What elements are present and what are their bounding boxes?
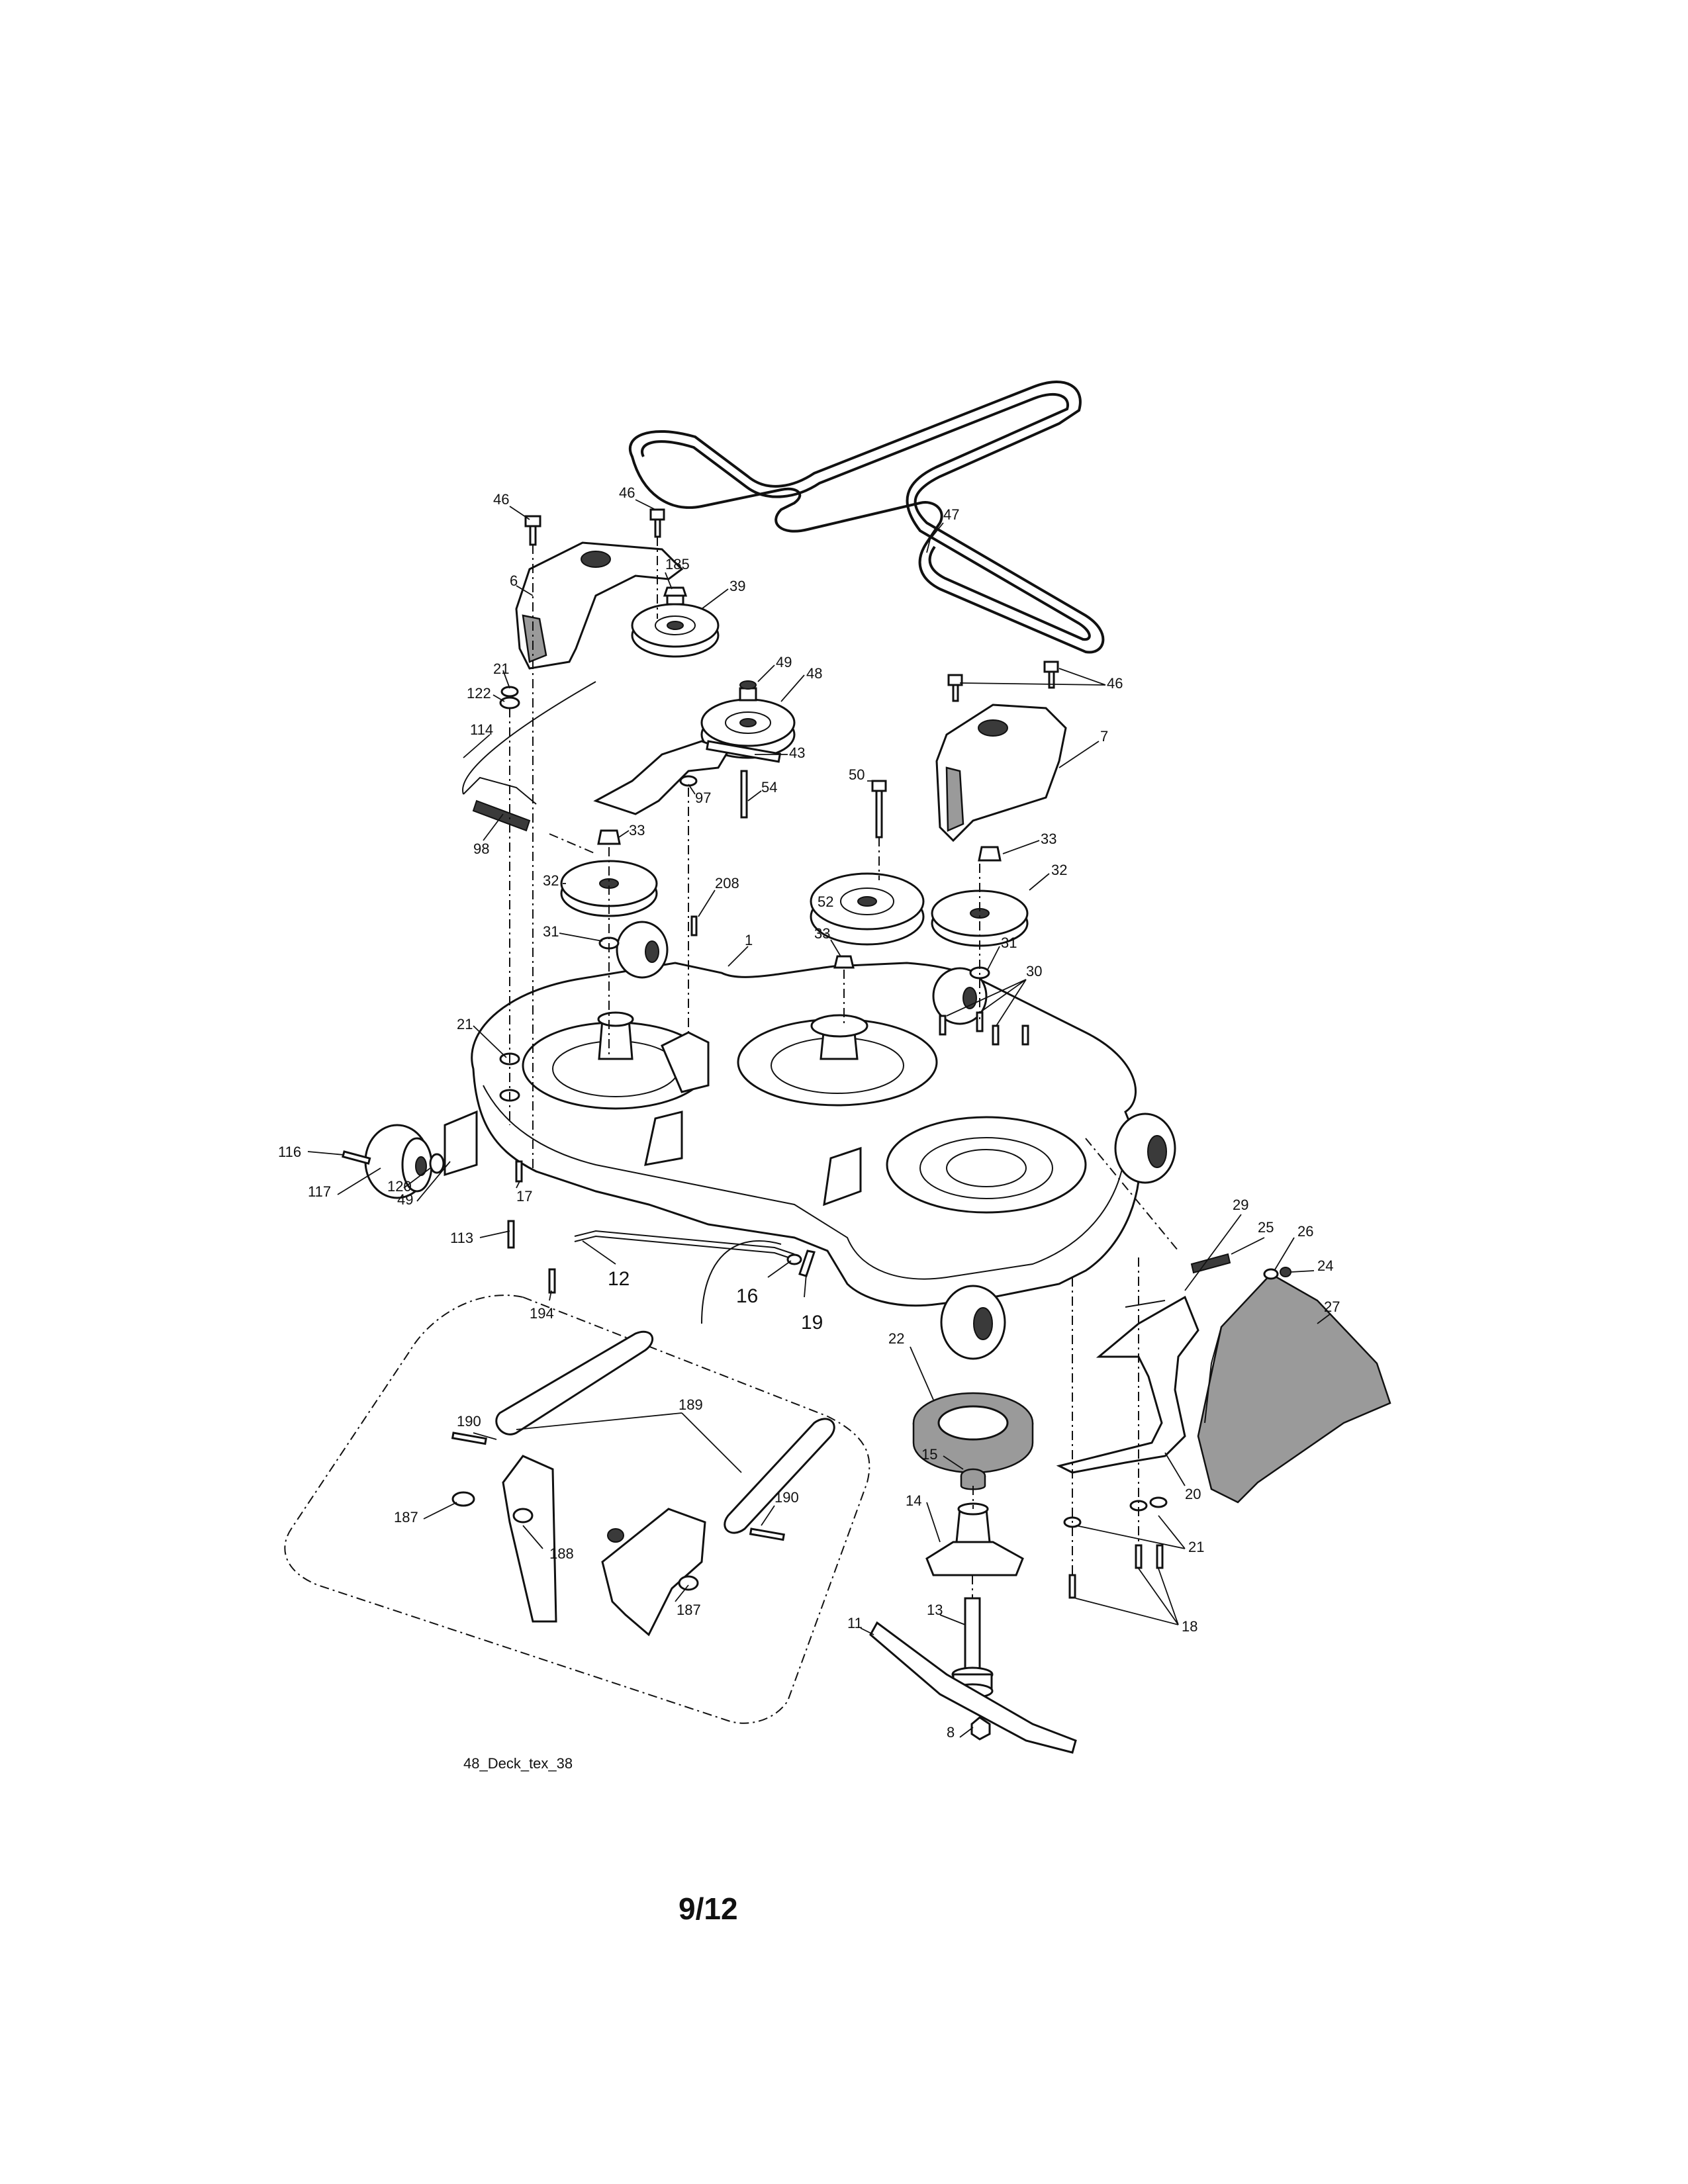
callout-14: 14 [906,1492,921,1509]
callout-194: 194 [530,1305,554,1322]
callout-24: 24 [1317,1257,1333,1274]
callout-52: 52 [818,893,833,910]
idler-arm-bracket [593,740,782,815]
callout-116: 116 [278,1144,301,1160]
wheel-bracket-left [444,1110,478,1177]
callout-113: 113 [450,1230,473,1246]
callout-21b: 21 [457,1016,473,1032]
callout-8: 8 [947,1724,955,1741]
leader-lines [307,499,1331,1738]
gauge-wheel-front-right [1114,1113,1176,1184]
callout-33a: 33 [629,822,645,839]
callout-26: 26 [1297,1223,1313,1240]
callout-188: 188 [549,1545,574,1562]
callout-54: 54 [761,779,777,796]
callout-15: 15 [921,1446,937,1463]
callout-114: 114 [470,721,493,738]
callout-187a: 187 [394,1509,418,1525]
callout-50: 50 [849,766,865,783]
callout-18: 18 [1182,1618,1197,1635]
callout-33c: 33 [814,925,830,942]
callout-27: 27 [1324,1298,1340,1315]
gauge-wheel-rear-right [932,967,988,1025]
alignment-lines [509,537,1179,1598]
callout-22: 22 [888,1330,904,1347]
callout-20: 20 [1185,1486,1201,1502]
page-number: 9/12 [679,1891,738,1926]
callout-48: 48 [806,665,822,682]
gauge-wheel-left-117 [364,1124,433,1199]
callout-1: 1 [745,932,753,948]
callout-21a: 21 [493,660,509,677]
callout-33b: 33 [1041,831,1056,847]
callout-31b: 31 [1001,934,1017,951]
callout-31a: 31 [543,923,559,940]
mower-blade [869,1621,1077,1754]
callout-29: 29 [1233,1197,1248,1213]
callout-187b: 187 [677,1602,701,1618]
discharge-chute [1197,1273,1391,1504]
callout-122: 122 [467,685,491,702]
tension-spring-and-rod [462,681,596,832]
chute-deflector-bracket [1056,1295,1199,1474]
callout-25: 25 [1258,1219,1274,1236]
chute-spring [1190,1253,1231,1274]
callout-189: 189 [679,1396,703,1413]
callout-labels: 46 46 47 185 39 6 49 48 46 21 122 114 43… [278,484,1340,1741]
callout-46a: 46 [493,491,509,508]
callout-16: 16 [736,1285,758,1307]
gauge-wheel-rear-left [616,921,669,979]
callout-13: 13 [927,1602,943,1618]
spindle-assembly [925,1502,1024,1576]
blade-bolt [970,1716,991,1741]
belt-cover-left [515,541,684,670]
callout-190b: 190 [774,1489,799,1506]
spindle-bearing [960,1468,986,1490]
idler-pulley-52 [810,872,925,946]
callout-32a: 32 [543,872,559,889]
callout-43: 43 [789,745,805,761]
gauge-wheel-front-center [940,1285,1006,1360]
callout-17: 17 [516,1188,532,1205]
callout-97: 97 [695,790,711,806]
callout-120: 120 [387,1178,412,1195]
connector-line [701,1240,782,1324]
callout-30: 30 [1026,963,1042,979]
callout-46b: 46 [619,484,635,501]
stabilizer-rod [574,1230,795,1260]
callout-6: 6 [510,572,518,589]
chute-hinge-rod [1125,1300,1166,1308]
callout-39: 39 [729,578,745,594]
callout-47: 47 [943,506,959,523]
callout-11: 11 [847,1615,863,1631]
callout-185: 185 [665,556,690,572]
callout-49b: 49 [397,1191,413,1208]
callout-7: 7 [1100,728,1108,745]
drive-belt [628,381,1105,654]
callout-117: 117 [308,1183,331,1200]
spindle-seal [912,1392,1034,1474]
idler-pulley-39 [631,591,720,658]
callout-190a: 190 [457,1413,481,1430]
callout-32b: 32 [1051,862,1067,878]
mower-deck-shell [471,962,1141,1307]
callout-19: 19 [801,1312,823,1334]
callout-46c: 46 [1107,675,1123,692]
callout-98: 98 [473,841,489,857]
callout-49a: 49 [776,654,792,670]
callout-12: 12 [608,1268,630,1290]
optional-bracket-kit-inset [284,1295,870,1724]
belt-cover-right [935,704,1067,842]
callout-208: 208 [715,875,739,891]
diagram-caption: 48_Deck_tex_38 [463,1755,573,1772]
callout-21c: 21 [1188,1539,1204,1555]
